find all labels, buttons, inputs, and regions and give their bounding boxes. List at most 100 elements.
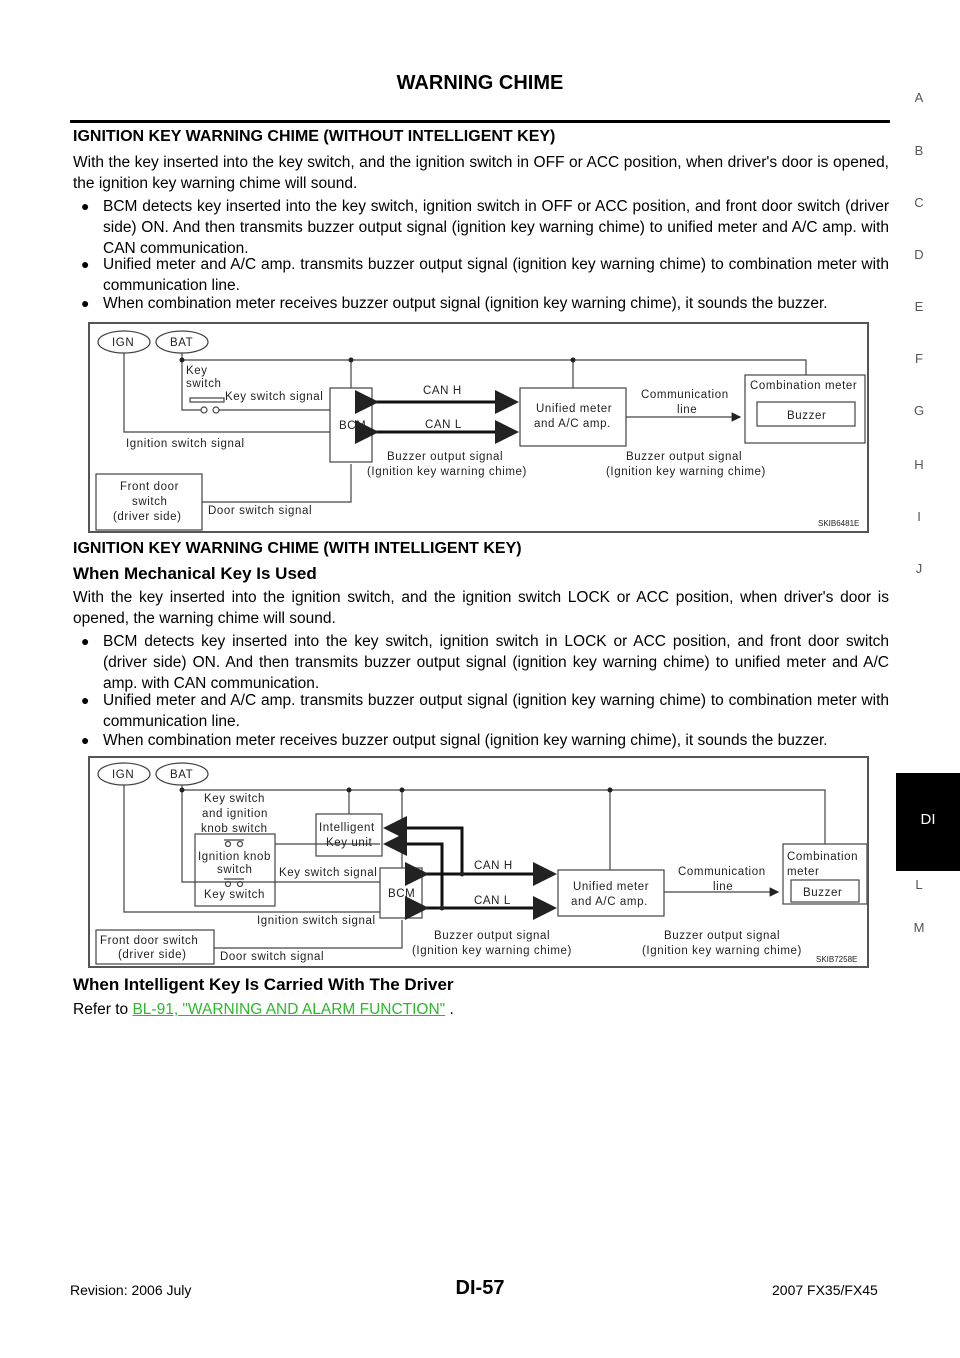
communication-label: Communication bbox=[678, 866, 766, 878]
buzzer-label: Buzzer bbox=[803, 887, 842, 899]
unified-meter-label-2: and A/C amp. bbox=[534, 418, 611, 430]
front-door-label-2: switch bbox=[132, 496, 168, 508]
combination-meter-label: Combination meter bbox=[750, 380, 857, 392]
front-door-label-3: (driver side) bbox=[113, 511, 182, 523]
intelligent-key-label-2: Key unit bbox=[326, 837, 373, 849]
section1-bullet-2: ●Unified meter and A/C amp. transmits bu… bbox=[81, 256, 889, 294]
index-f[interactable]: F bbox=[915, 351, 923, 366]
ignition-switch-signal-label: Ignition switch signal bbox=[257, 915, 376, 927]
index-m[interactable]: M bbox=[913, 920, 925, 935]
switch-label: switch bbox=[186, 378, 222, 390]
bcm-label: BCM bbox=[339, 420, 366, 432]
section2-intro: With the key inserted into the ignition … bbox=[73, 589, 889, 627]
page-title: WARNING CHIME bbox=[396, 72, 564, 94]
bl-91-link[interactable]: BL-91, "WARNING AND ALARM FUNCTION" bbox=[132, 1001, 446, 1018]
figure-code: SKIB6481E bbox=[818, 519, 859, 528]
unified-meter-box bbox=[519, 387, 627, 447]
bullet-icon: ● bbox=[81, 295, 90, 311]
front-door-label-1: Front door bbox=[120, 481, 179, 493]
combination-meter-label-2: meter bbox=[787, 866, 819, 878]
driver-side-label: (driver side) bbox=[118, 949, 187, 961]
key-label: Key bbox=[186, 365, 208, 377]
bat-label: BAT bbox=[170, 337, 193, 349]
key-switch-ignition-label-1: Key switch bbox=[204, 793, 265, 805]
section2-subheading: When Mechanical Key Is Used bbox=[73, 564, 317, 583]
ign-label: IGN bbox=[112, 769, 134, 781]
footer-revision: Revision: 2006 July bbox=[70, 1282, 192, 1298]
combination-meter-box bbox=[744, 374, 866, 444]
combination-meter-box bbox=[782, 843, 867, 905]
bullet-icon: ● bbox=[81, 692, 90, 708]
buzzer-output-label-2b: (Ignition key warning chime) bbox=[642, 945, 802, 957]
bullet-icon: ● bbox=[81, 732, 90, 748]
unified-meter-label-1: Unified meter bbox=[573, 881, 649, 893]
index-j[interactable]: J bbox=[915, 561, 923, 576]
ignition-switch-signal-label: Ignition switch signal bbox=[126, 438, 245, 450]
unified-meter-box bbox=[557, 869, 665, 917]
ign-label: IGN bbox=[112, 337, 134, 349]
title-rule bbox=[70, 120, 890, 123]
buzzer-output-label-1b: (Ignition key warning chime) bbox=[367, 466, 527, 478]
communication-label: Communication bbox=[641, 389, 729, 401]
bullet-icon: ● bbox=[81, 198, 90, 214]
door-switch-signal-label: Door switch signal bbox=[220, 951, 324, 963]
index-e[interactable]: E bbox=[914, 299, 924, 314]
section3-subheading: When Intelligent Key Is Carried With The… bbox=[73, 975, 454, 994]
footer-model: 2007 FX35/FX45 bbox=[772, 1282, 878, 1298]
unified-meter-label-2: and A/C amp. bbox=[571, 896, 648, 908]
buzzer-output-label-1a: Buzzer output signal bbox=[387, 451, 503, 463]
section1-bullet-1: ●BCM detects key inserted into the key s… bbox=[81, 198, 889, 257]
buzzer-output-label-1b: (Ignition key warning chime) bbox=[412, 945, 572, 957]
figure-code: SKIB7258E bbox=[816, 955, 857, 964]
buzzer-output-label-1a: Buzzer output signal bbox=[434, 930, 550, 942]
can-h-label: CAN H bbox=[474, 860, 513, 872]
buzzer-output-label-2b: (Ignition key warning chime) bbox=[606, 466, 766, 478]
diagram-without-intelligent-key: IGN BAT Key switch Key switch signal BCM… bbox=[88, 322, 869, 533]
can-h-label: CAN H bbox=[423, 385, 462, 397]
line-label: line bbox=[677, 404, 697, 416]
buzzer-box bbox=[790, 879, 860, 903]
section1-intro: With the key inserted into the key switc… bbox=[73, 154, 889, 192]
buzzer-output-label-2a: Buzzer output signal bbox=[626, 451, 742, 463]
key-switch-group-box bbox=[194, 833, 276, 907]
buzzer-label: Buzzer bbox=[787, 410, 826, 422]
diagram-with-intelligent-key: IGN BAT Key switch and ignition knob swi… bbox=[88, 756, 869, 968]
key-switch-ignition-label-2: and ignition bbox=[202, 808, 268, 820]
front-door-switch-box bbox=[95, 929, 215, 965]
bullet-icon: ● bbox=[81, 633, 90, 649]
intelligent-key-label-1: Intelligent bbox=[319, 822, 375, 834]
door-switch-signal-label: Door switch signal bbox=[208, 505, 312, 517]
unified-meter-label-1: Unified meter bbox=[536, 403, 612, 415]
key-switch-label: Key switch bbox=[204, 889, 265, 901]
index-d[interactable]: D bbox=[914, 247, 924, 262]
section2-bullet-2: ●Unified meter and A/C amp. transmits bu… bbox=[81, 692, 889, 730]
section2-bullet-3: ●When combination meter receives buzzer … bbox=[81, 732, 828, 749]
section1-heading: IGNITION KEY WARNING CHIME (WITHOUT INTE… bbox=[73, 128, 556, 145]
index-di-tab[interactable]: DI bbox=[896, 773, 960, 871]
index-c[interactable]: C bbox=[914, 195, 924, 210]
buzzer-output-label-2a: Buzzer output signal bbox=[664, 930, 780, 942]
refer-paragraph: Refer to BL-91, "WARNING AND ALARM FUNCT… bbox=[73, 1001, 454, 1018]
index-a[interactable]: A bbox=[914, 90, 924, 105]
index-h[interactable]: H bbox=[914, 457, 924, 472]
combination-meter-label-1: Combination bbox=[787, 851, 858, 863]
key-switch-ignition-label-3: knob switch bbox=[201, 823, 268, 835]
index-b[interactable]: B bbox=[914, 143, 924, 158]
bcm-box bbox=[379, 867, 423, 919]
bat-label: BAT bbox=[170, 769, 193, 781]
can-l-label: CAN L bbox=[474, 895, 511, 907]
section2-heading: IGNITION KEY WARNING CHIME (WITH INTELLI… bbox=[73, 540, 522, 557]
footer-page-number: DI-57 bbox=[455, 1277, 505, 1299]
section2-bullet-1: ●BCM detects key inserted into the key s… bbox=[81, 633, 889, 692]
ignition-knob-label-2: switch bbox=[217, 864, 253, 876]
key-switch-signal-label: Key switch signal bbox=[225, 391, 323, 403]
ignition-knob-label-1: Ignition knob bbox=[198, 851, 271, 863]
index-g[interactable]: G bbox=[913, 403, 925, 418]
bullet-icon: ● bbox=[81, 256, 90, 272]
buzzer-box bbox=[756, 401, 856, 427]
key-switch-signal-label: Key switch signal bbox=[279, 867, 377, 879]
front-door-label: Front door switch bbox=[100, 935, 198, 947]
index-i[interactable]: I bbox=[917, 509, 921, 524]
index-l[interactable]: L bbox=[915, 877, 923, 892]
section1-bullet-3: ●When combination meter receives buzzer … bbox=[81, 295, 828, 312]
